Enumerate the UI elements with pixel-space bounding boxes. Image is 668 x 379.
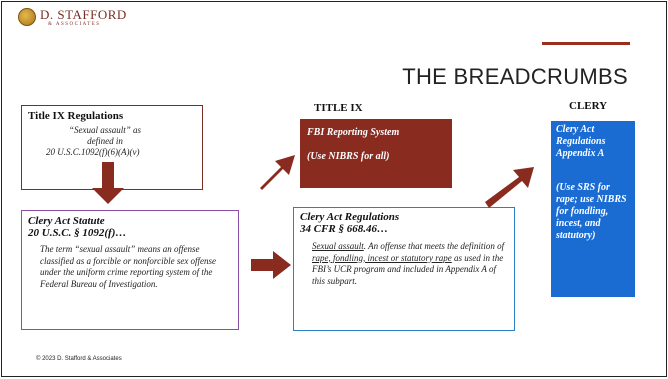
arrow-right-icon	[251, 251, 291, 279]
clery-statute-box: Clery Act Statute 20 U.S.C. § 1092(f)… T…	[21, 210, 239, 330]
regs-underlined-offenses: rape, fondling, incest or statutory rape	[312, 252, 452, 263]
logo: D. STAFFORD & ASSOCIATES	[18, 8, 127, 27]
fbi-line-2: (Use NIBRS for all)	[307, 151, 390, 162]
regs-heading-2: 34 CFR § 668.46…	[300, 223, 389, 235]
title-ix-line-3: 20 U.S.C.1092(f)(6)(A)(v)	[46, 147, 140, 157]
statute-heading-1: Clery Act Statute	[28, 215, 105, 227]
seal-icon	[18, 8, 36, 26]
column-heading-title-ix: TITLE IX	[314, 102, 363, 114]
clery-regulations-box: Clery Act Regulations 34 CFR § 668.46… S…	[293, 207, 515, 331]
regs-body: Sexual assault. An offense that meets th…	[312, 241, 505, 286]
clery-line-2: (Use SRS for rape; use NIBRS for fondlin…	[556, 182, 627, 241]
arrow-up-right-icon	[260, 155, 295, 190]
page-title: THE BREADCRUMBS	[402, 64, 628, 89]
fbi-reporting-box: FBI Reporting System (Use NIBRS for all)	[300, 119, 452, 188]
logo-name: D. STAFFORD	[40, 7, 127, 22]
clery-line-1: Clery Act Regulations Appendix A	[556, 124, 606, 159]
footer-copyright: © 2023 D. Stafford & Associates	[36, 356, 122, 362]
arrow-down-icon	[92, 162, 124, 204]
statute-heading-2: 20 U.S.C. § 1092(f)…	[28, 227, 127, 239]
regs-heading-1: Clery Act Regulations	[300, 211, 400, 223]
title-ix-line-2: defined in	[87, 136, 123, 146]
title-ix-heading: Title IX Regulations	[28, 110, 124, 122]
statute-body: The term “sexual assault” means an offen…	[40, 244, 217, 289]
fbi-line-1: FBI Reporting System	[307, 127, 400, 138]
title-ix-line-1: “Sexual assault” as	[68, 125, 141, 135]
column-heading-clery: CLERY	[569, 100, 608, 112]
title-rule	[542, 42, 630, 45]
clery-appendix-box: Clery Act Regulations Appendix A (Use SR…	[551, 121, 635, 297]
arrow-up-right-icon	[485, 167, 534, 208]
regs-term: Sexual assault	[312, 241, 364, 251]
logo-subtitle: & ASSOCIATES	[48, 22, 101, 27]
